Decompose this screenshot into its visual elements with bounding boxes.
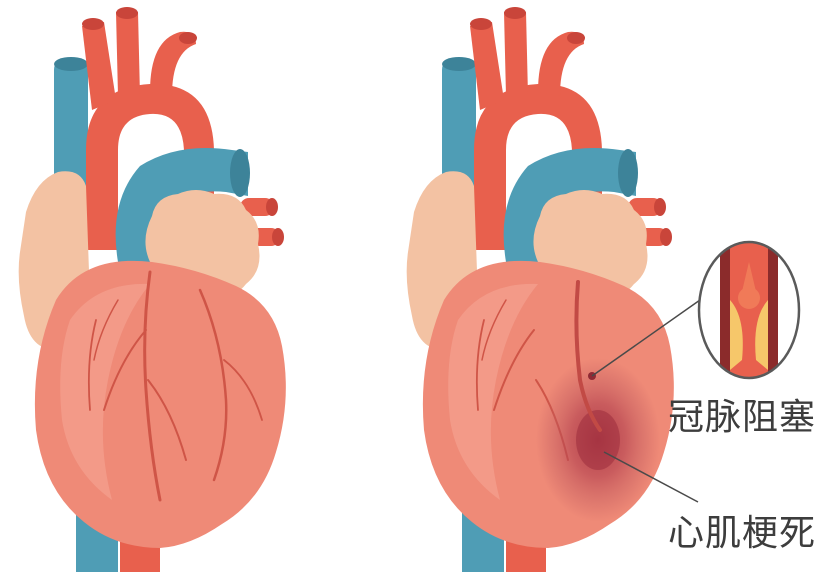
pulmonary-opening: [618, 149, 638, 197]
artery-zoom-inset: [699, 230, 799, 390]
artery-opening: [567, 32, 585, 44]
artery-opening: [504, 7, 526, 19]
artery-opening: [179, 32, 197, 44]
artery-opening: [82, 18, 104, 30]
infarcted-heart: [407, 7, 674, 572]
vena-cava-opening: [54, 57, 88, 71]
coronary-blockage-label: 冠脉阻塞: [668, 388, 816, 440]
carotid-artery: [504, 12, 528, 96]
infarct-core: [576, 410, 620, 470]
pulmonary-opening: [230, 149, 250, 197]
healthy-heart: [19, 7, 286, 572]
vena-cava-opening: [442, 57, 476, 71]
carotid-artery: [116, 12, 140, 96]
myocardial-infarction-label: 心肌梗死: [668, 504, 816, 556]
artery-opening: [470, 18, 492, 30]
artery-opening: [116, 7, 138, 19]
